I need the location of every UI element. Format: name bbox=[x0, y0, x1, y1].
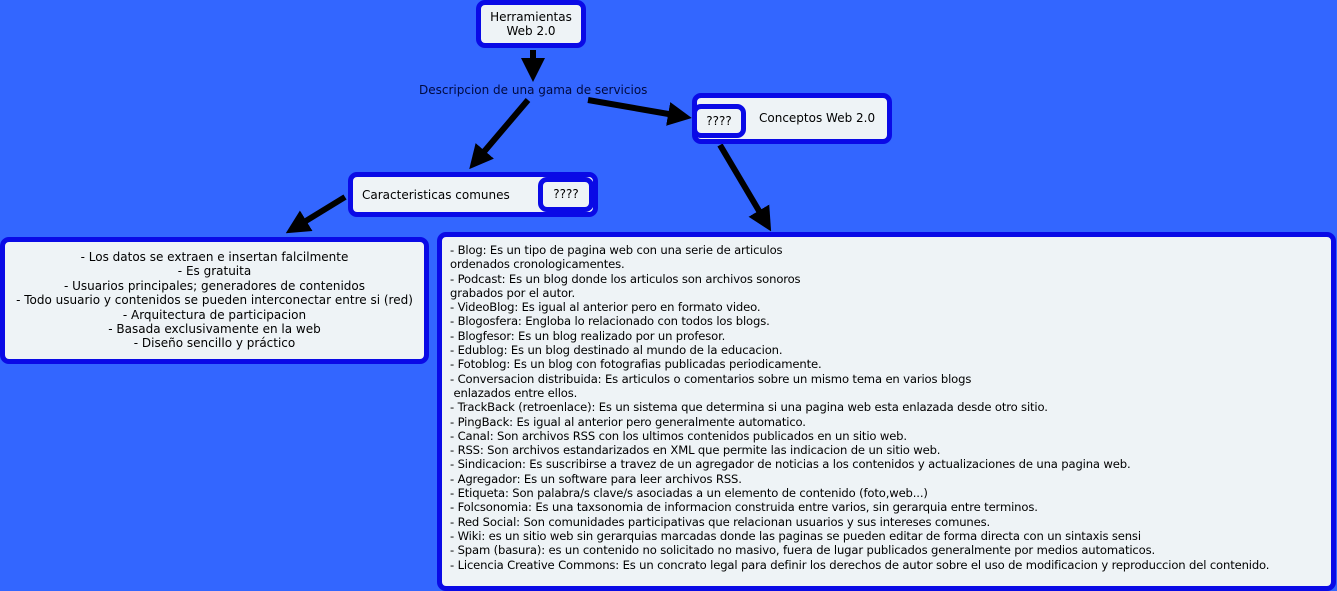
list-item: - Todo usuario y contenidos se pueden in… bbox=[16, 293, 413, 308]
overlay-label: ???? bbox=[553, 187, 579, 202]
list-item: - Blog: Es un tipo de pagina web con una… bbox=[450, 243, 783, 257]
concept-label: Conceptos Web 2.0 bbox=[759, 111, 876, 125]
concept-label-line1: Herramientas bbox=[490, 9, 572, 24]
list-item: enlazados entre ellos. bbox=[450, 385, 578, 400]
list-item: - Arquitectura de participacion bbox=[122, 307, 307, 322]
list-item: - Licencia Creative Commons: Es un concr… bbox=[450, 557, 1270, 572]
list-item: - Podcast: Es un blog donde los articulo… bbox=[450, 271, 801, 286]
list-item: - Conversacion distribuida: Es articulos… bbox=[450, 371, 972, 386]
list-item: grabados por el autor. bbox=[450, 285, 575, 300]
linking-phrase[interactable]: Descripcion de una gama de servicios bbox=[419, 83, 648, 97]
list-item: - Edublog: Es un blog destinado al mundo… bbox=[450, 343, 783, 358]
arrow-conceptos-to-list bbox=[717, 143, 772, 232]
concept-label: Caracteristicas comunes bbox=[362, 188, 510, 202]
list-item: - Fotoblog: Es un blog con fotografias p… bbox=[450, 357, 822, 372]
list-item: - Agregador: Es un software para leer ar… bbox=[450, 471, 742, 486]
arrow-caracteristicas-to-list bbox=[285, 194, 347, 234]
list-item: - Es gratuita bbox=[177, 264, 252, 279]
concept-label-line2: Web 2.0 bbox=[506, 24, 556, 38]
concept-overlay-unknown[interactable]: ???? bbox=[538, 177, 594, 212]
list-item: - Blogfesor: Es un blog realizado por un… bbox=[450, 328, 726, 343]
list-item: - Los datos se extraen e insertan falcil… bbox=[80, 250, 349, 264]
list-item: - Spam (basura): es un contenido no soli… bbox=[450, 543, 1156, 558]
list-item: - Wiki: es un sitio web sin gerarquias m… bbox=[450, 528, 1141, 543]
conceptos-list-box[interactable]: - Blog: Es un tipo de pagina web con una… bbox=[437, 232, 1336, 591]
list-item: ordenados cronologicamentes. bbox=[450, 257, 625, 272]
arrow-phrase-to-caracteristicas bbox=[469, 98, 531, 170]
list-item: - VideoBlog: Es igual al anterior pero e… bbox=[450, 300, 761, 315]
concept-herramientas-web[interactable]: Herramientas Web 2.0 bbox=[476, 0, 586, 48]
list-item: - Folcsonomia: Es una taxsonomia de info… bbox=[450, 500, 1038, 515]
list-item: - Blogosfera: Engloba lo relacionado con… bbox=[450, 314, 770, 329]
list-item: - Usuarios principales; generadores de c… bbox=[64, 278, 365, 293]
list-item: - Red Social: Son comunidades participat… bbox=[450, 514, 991, 529]
list-item: - PingBack: Es igual al anterior pero ge… bbox=[450, 414, 806, 429]
concept-overlay-unknown[interactable]: ???? bbox=[692, 104, 746, 138]
list-item: - RSS: Son archivos estandarizados en XM… bbox=[450, 443, 941, 458]
list-item: - Basada exclusivamente en la web bbox=[108, 322, 321, 337]
list-item: - Etiqueta: Son palabra/s clave/s asocia… bbox=[450, 486, 928, 501]
overlay-label: ???? bbox=[706, 113, 732, 128]
list-item: - Sindicacion: Es suscribirse a travez d… bbox=[450, 457, 1131, 472]
list-item: - Diseño sencillo y práctico bbox=[133, 336, 296, 351]
caracteristicas-list-box[interactable]: - Los datos se extraen e insertan falcil… bbox=[0, 237, 429, 364]
list-item: - TrackBack (retroenlace): Es un sistema… bbox=[450, 400, 1048, 415]
arrow-phrase-to-conceptos bbox=[587, 97, 692, 126]
list-item: - Canal: Son archivos RSS con los ultimo… bbox=[450, 428, 907, 443]
